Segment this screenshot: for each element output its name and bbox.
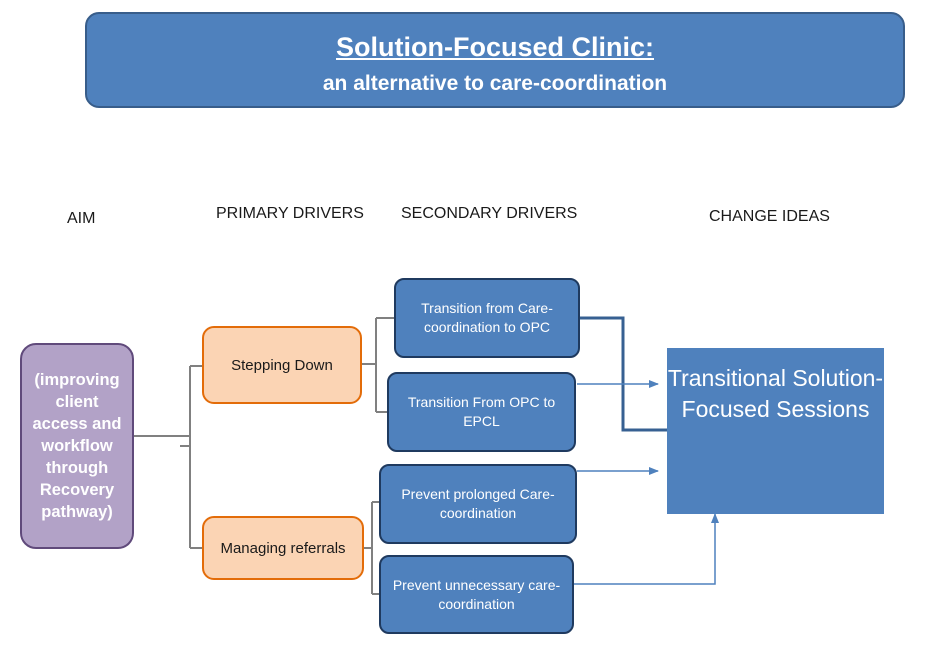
secondary-driver-label: Prevent unnecessary care-coordination	[392, 576, 561, 612]
column-header-primary-drivers: PRIMARY DRIVERS	[216, 205, 364, 222]
secondary-driver-transition-opc-epcl: Transition From OPC to EPCL	[387, 372, 576, 452]
primary-driver-managing-referrals: Managing referrals	[202, 516, 364, 580]
secondary-driver-prevent-unnecessary: Prevent unnecessary care-coordination	[379, 555, 574, 634]
change-idea-text: Transitional Solution-Focused Sessions	[667, 365, 884, 422]
aim-text: (improving client access and workflow th…	[32, 371, 122, 521]
title-banner: Solution-Focused Clinic: an alternative …	[85, 12, 905, 108]
managing-referrals-connector	[364, 501, 380, 595]
secondary-driver-label: Transition from Care-coordination to OPC	[421, 300, 553, 335]
primary-driver-label: Stepping Down	[231, 356, 333, 374]
secondary-driver-label: Transition From OPC to EPCL	[407, 394, 556, 429]
primary-driver-label: Managing referrals	[220, 539, 346, 557]
change-idea-box: Transitional Solution-Focused Sessions	[667, 348, 884, 514]
column-header-change-ideas: CHANGE IDEAS	[709, 208, 830, 225]
prevent-unnecessary-arrow	[574, 513, 719, 585]
secondary-driver-transition-care-coordination: Transition from Care-coordination to OPC	[394, 278, 580, 358]
column-header-secondary-drivers: SECONDARY DRIVERS	[401, 205, 578, 222]
primary-driver-stepping-down: Stepping Down	[202, 326, 362, 404]
secondary-driver-prevent-prolonged: Prevent prolonged Care-coordination	[379, 464, 577, 544]
aim-to-primary-connector	[134, 365, 203, 549]
banner-subtitle: an alternative to care-coordination	[322, 72, 668, 95]
secondary-driver-label: Prevent prolonged Care-coordination	[401, 486, 555, 521]
column-header-aim: AIM	[67, 210, 96, 227]
banner-title: Solution-Focused Clinic:	[336, 32, 654, 62]
aim-box: (improving client access and workflow th…	[20, 343, 134, 549]
transition-care-coordination-connector	[580, 316, 667, 432]
stepping-down-connector	[362, 317, 395, 413]
